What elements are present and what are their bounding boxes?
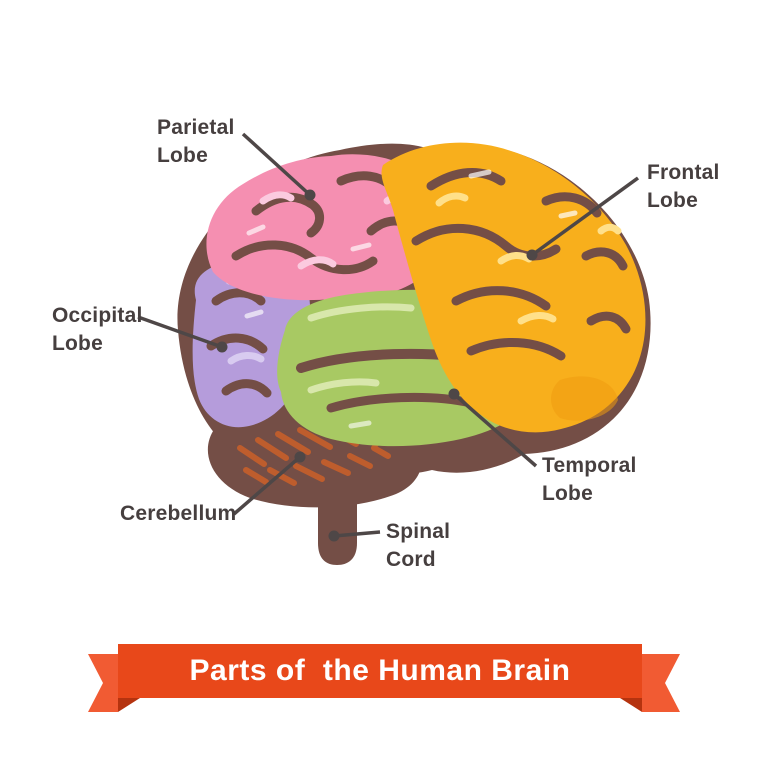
leader-line-occipital	[137, 315, 223, 349]
ribbon-fold-right	[620, 698, 642, 712]
label-temporal-lobe: Temporal Lobe	[542, 454, 637, 505]
ribbon-tail-right	[642, 654, 680, 712]
label-frontal-lobe: Frontal Lobe	[647, 161, 720, 212]
label-cerebellum: Cerebellum	[120, 502, 237, 525]
leader-dot-frontal	[526, 249, 538, 261]
label-occipital-lobe: Occipital Lobe	[52, 304, 143, 355]
leader-dot-cerebellum	[294, 451, 306, 463]
leader-dot-parietal	[304, 189, 316, 201]
ribbon-band	[118, 644, 642, 698]
label-spinal-cord: Spinal Cord	[386, 520, 451, 571]
label-parietal-lobe: Parietal Lobe	[157, 116, 235, 167]
ribbon-tail-left	[88, 654, 118, 712]
leader-line-cerebellum	[232, 455, 302, 516]
ribbon-title: Parts of the Human Brain	[189, 654, 571, 687]
leader-dots	[216, 189, 538, 542]
leader-dot-temporal	[448, 388, 460, 400]
leader-line-parietal	[241, 132, 312, 197]
leader-line-frontal	[530, 176, 640, 257]
leader-dot-spinal	[328, 530, 340, 542]
leader-lines	[137, 132, 640, 538]
leader-line-spinal	[333, 530, 381, 538]
leader-line-temporal	[452, 392, 538, 468]
title-ribbon	[88, 644, 680, 712]
frontal-lobe-region	[381, 142, 646, 433]
ribbon-fold-left	[118, 698, 140, 712]
spinal-cord-region	[318, 455, 357, 565]
leader-dot-occipital	[216, 341, 228, 353]
